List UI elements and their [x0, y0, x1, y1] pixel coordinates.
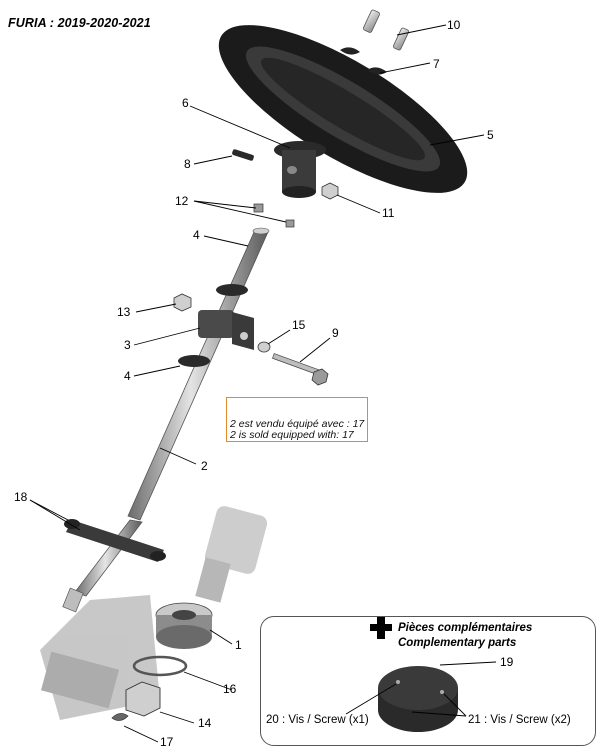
steering-wheel [218, 25, 468, 193]
washer-15 [257, 341, 271, 353]
screw-20-label: 20 : Vis / Screw (x1) [266, 714, 369, 726]
note-line-en: 2 is sold equipped with: 17 [230, 429, 354, 441]
leader-lines [29, 24, 485, 743]
clamp-3 [198, 310, 254, 350]
bolt-9 [272, 353, 329, 386]
kit-note: 2 est vendu équipé avec : 17 2 is sold e… [226, 397, 368, 442]
complementary-title-en: Complementary parts [398, 637, 517, 649]
bolt-8 [232, 149, 254, 161]
callout-6: 6 [182, 96, 189, 110]
callout-3: 3 [124, 338, 131, 352]
bushing-4-lower [178, 355, 210, 367]
callout-1: 1 [235, 638, 242, 652]
cap-7a [340, 47, 360, 55]
callout-2: 2 [201, 459, 208, 473]
nut-13 [173, 293, 192, 312]
complementary-title-fr: Pièces complémentaires [398, 622, 533, 634]
bearing-1 [155, 602, 213, 649]
callout-4-upper: 4 [193, 228, 200, 242]
bracket-18 [64, 519, 166, 562]
note-line-fr: 2 est vendu équipé avec : 17 [230, 418, 365, 430]
callout-12: 12 [175, 194, 189, 208]
nut-14 [125, 681, 161, 717]
pin-17 [111, 713, 129, 721]
callout-14: 14 [198, 716, 212, 730]
nut-11 [321, 182, 339, 200]
bolts-10 [362, 9, 410, 51]
complementary-parts-panel [260, 616, 596, 746]
callout-9: 9 [332, 326, 339, 340]
callout-13: 13 [117, 305, 131, 319]
callout-8: 8 [184, 157, 191, 171]
callout-18: 18 [14, 490, 28, 504]
callout-7: 7 [433, 57, 440, 71]
ring-16 [132, 655, 188, 677]
screw-21-label: 21 : Vis / Screw (x2) [468, 714, 571, 726]
callout-16: 16 [223, 682, 237, 696]
clip-12b [285, 219, 295, 228]
hub-6 [274, 141, 326, 198]
callout-15: 15 [292, 318, 306, 332]
callout-10: 10 [447, 18, 461, 32]
callout-11: 11 [382, 206, 395, 220]
callout-17: 17 [160, 735, 174, 749]
callout-4-lower: 4 [124, 369, 131, 383]
motor-shaft [195, 506, 268, 603]
diagram-title: FURIA : 2019-2020-2021 [8, 16, 151, 30]
callout-5: 5 [487, 128, 494, 142]
callout-19: 19 [500, 655, 514, 669]
bushing-4-upper [216, 284, 248, 296]
